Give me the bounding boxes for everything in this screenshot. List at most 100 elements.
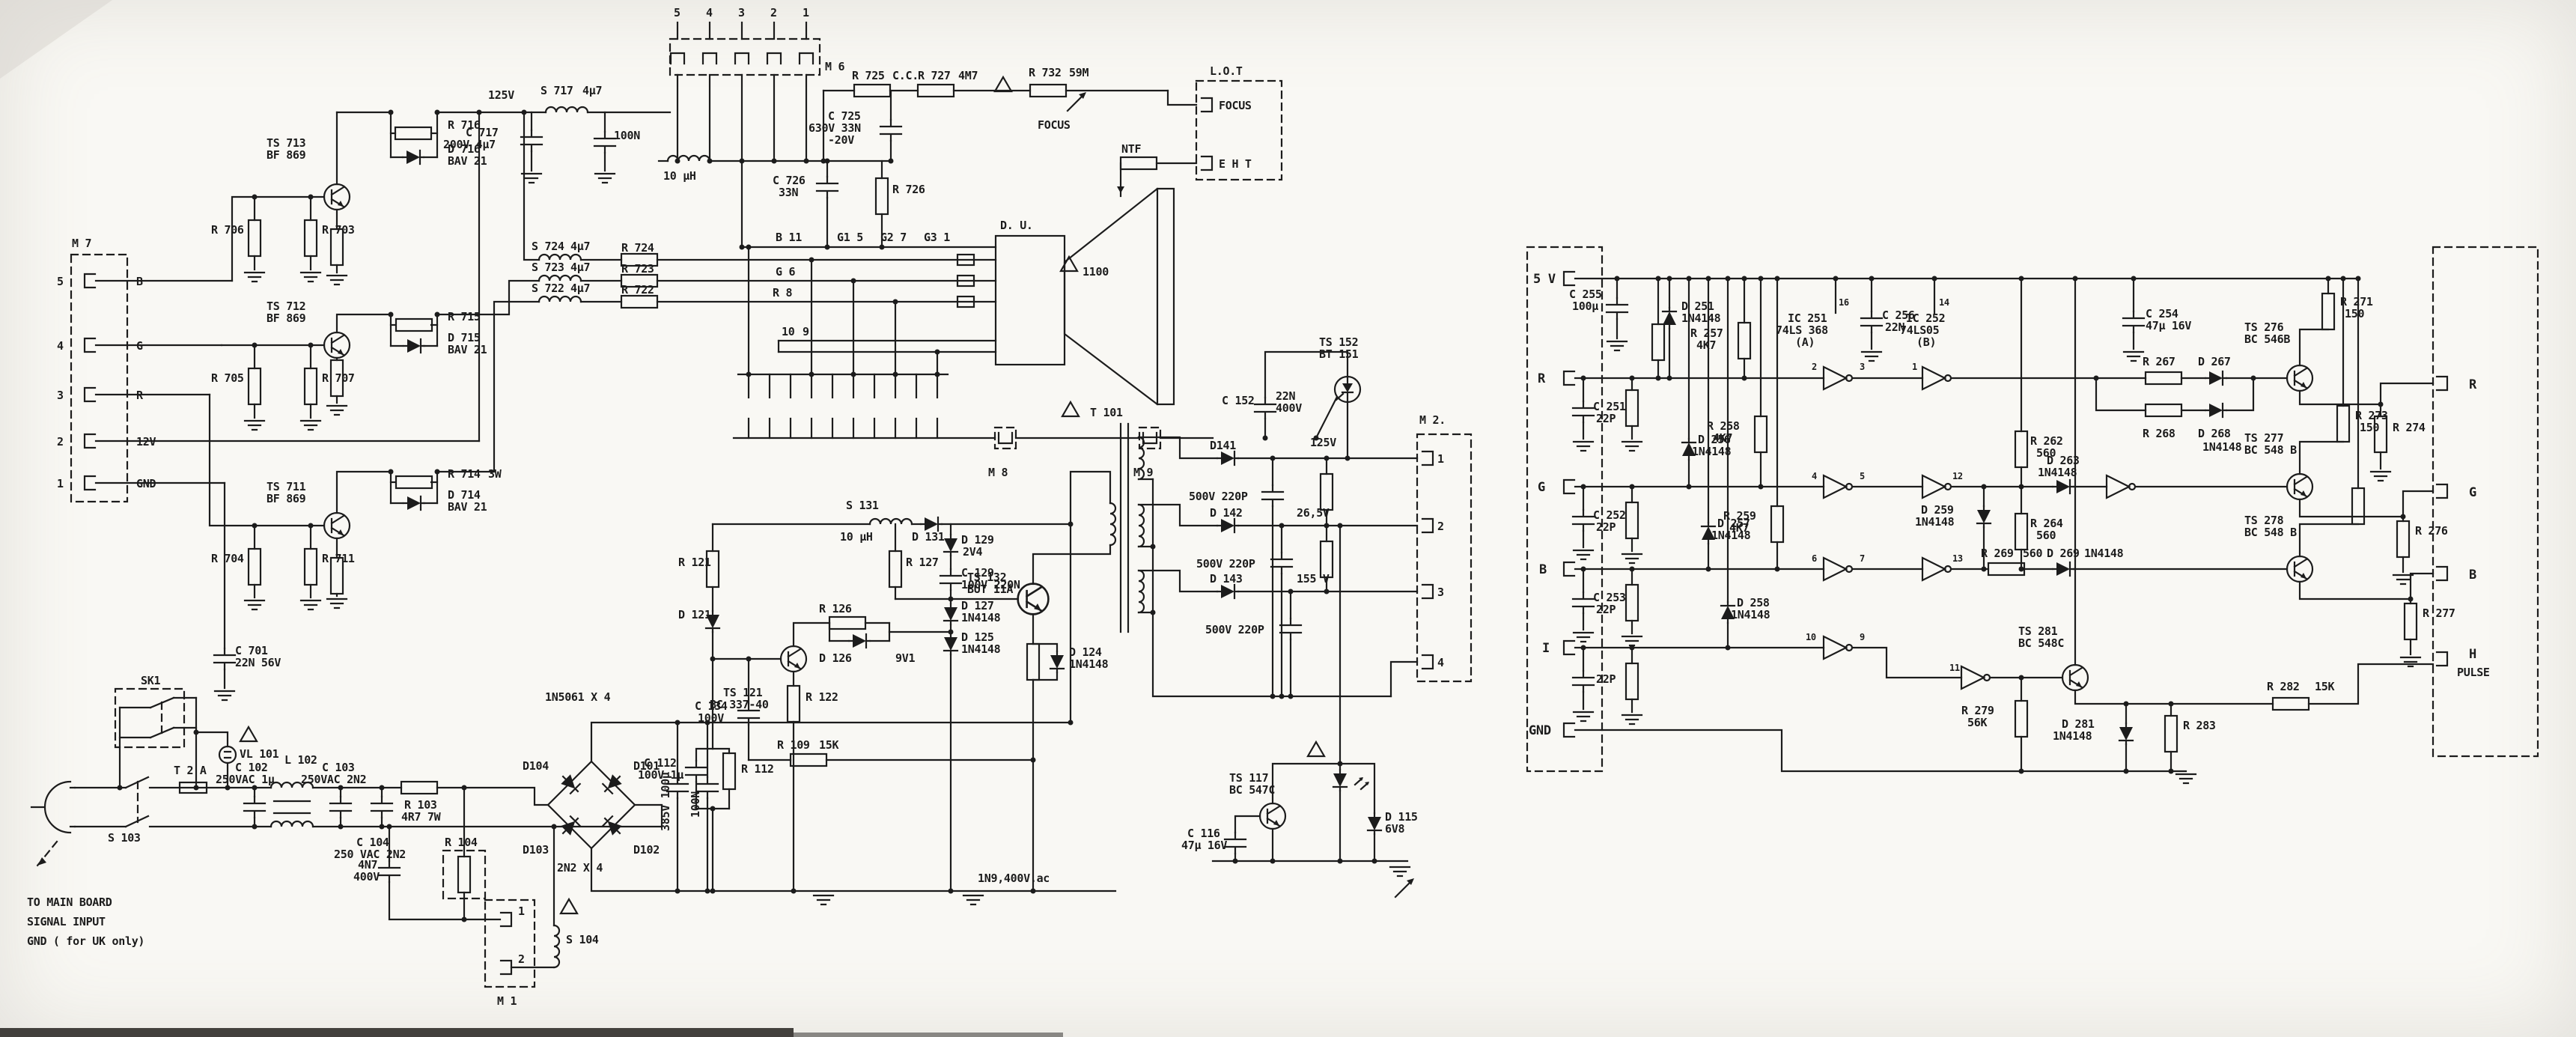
capacitor-symbol — [1571, 400, 1595, 424]
capacitor-symbol — [1571, 508, 1595, 532]
schematic-label: D 125 — [961, 630, 994, 644]
schematic-label: 250VAC 2N2 — [301, 773, 366, 786]
junction-dot — [1288, 693, 1294, 699]
schematic-label: BC 548 B — [2244, 526, 2297, 539]
schematic-label: 11 — [1949, 663, 1960, 673]
connector-pin-symbol — [1562, 478, 1576, 495]
resistor-symbol — [916, 83, 955, 98]
wire — [1234, 815, 1261, 834]
junction-dot — [1030, 757, 1036, 763]
schematic-label: C 152 — [1222, 394, 1255, 407]
schematic-label: 16 — [1839, 297, 1849, 308]
schematic-label: R 268 — [2143, 427, 2175, 440]
connector-pin-symbol — [2435, 375, 2449, 392]
junction-dot — [225, 785, 231, 791]
junction-dot — [308, 342, 314, 348]
resistor-symbol — [1737, 321, 1752, 360]
schematic-label: 400V — [1276, 401, 1302, 415]
junction-dot — [1629, 566, 1635, 572]
junction-dot — [2168, 768, 2174, 774]
schematic-label: 100V 220N — [961, 578, 1020, 592]
schematic-label: C 725 — [828, 109, 861, 123]
inductor-symbol — [544, 106, 589, 114]
junction-dot — [1580, 645, 1586, 651]
schematic-label: BC 337-40 — [710, 698, 769, 711]
adjust-arrow-symbol — [1066, 91, 1088, 112]
schematic-label: R 716 — [448, 118, 481, 132]
connector-pin-symbol — [1421, 517, 1434, 534]
wire — [436, 786, 549, 806]
connector-pin-symbol — [1421, 583, 1434, 600]
diode-symbol — [1976, 505, 1992, 529]
resistor-symbol — [786, 684, 801, 723]
junction-dot — [934, 371, 940, 377]
crt-socket — [994, 234, 1066, 366]
schematic-label: S 717 — [541, 84, 573, 97]
wire — [1032, 642, 1059, 653]
schematic-label: TS 713 — [267, 136, 306, 150]
junction-dot — [2355, 276, 2361, 282]
schematic-label: TS 117 — [1229, 771, 1268, 785]
schematic-label: TS 121 — [723, 686, 763, 699]
schematic-label: 10 μH — [840, 530, 873, 544]
schematic-label: 250VAC 1μ — [216, 773, 275, 786]
schematic-label: D101 — [633, 759, 660, 773]
ground-symbol-symbol — [213, 690, 236, 702]
junction-dot — [388, 109, 394, 115]
schematic-label: D141 — [1210, 439, 1236, 452]
scan-smudge-tail — [794, 1033, 1063, 1037]
schematic-label: 4μ7 — [570, 240, 590, 253]
inductor-symbol — [868, 517, 913, 526]
junction-dot — [710, 656, 716, 662]
junction-dot — [2123, 701, 2129, 707]
schematic-label: BAV 21 — [448, 343, 487, 356]
schematic-label: 1 — [518, 904, 525, 918]
capacitor-symbol — [1253, 396, 1277, 420]
transistor-symbol — [1017, 583, 1050, 615]
schematic-label: 1N4148 — [961, 611, 1001, 624]
schematic-label: 7 — [1860, 553, 1865, 564]
ground-symbol-symbol — [326, 404, 348, 416]
resistor-symbol — [1625, 389, 1639, 428]
resistor-symbol — [2014, 512, 2029, 551]
junction-dot — [388, 469, 394, 475]
schematic-label: R 112 — [741, 762, 774, 776]
wire — [1264, 350, 1349, 399]
capacitor-symbol — [879, 118, 903, 142]
resistor-symbol — [2014, 699, 2029, 738]
schematic-label: 10 — [782, 325, 795, 338]
diode-symbol — [2204, 402, 2228, 419]
schematic-label: 560 — [2023, 547, 2042, 560]
schematic-label: S 131 — [846, 499, 879, 512]
schematic-label: 26,5V — [1297, 506, 1330, 520]
wire — [523, 111, 541, 261]
schematic-label: L 102 — [284, 753, 317, 767]
schematic-label: 1 — [1437, 452, 1444, 466]
schematic-label: 3 — [1860, 362, 1865, 372]
schematic-label: 1N4148 — [1731, 608, 1770, 621]
connector-pin-symbol — [669, 52, 686, 65]
junction-dot — [1705, 276, 1711, 282]
junction-dot — [2018, 768, 2024, 774]
logic-gate-symbol — [1822, 635, 1854, 660]
schematic-label: 4 — [1437, 656, 1444, 669]
ground-symbol-symbol — [962, 894, 984, 906]
schematic-label: C 102 — [235, 761, 268, 774]
junction-dot — [461, 916, 467, 922]
schematic-label: 6V8 — [1385, 822, 1404, 836]
schematic-label: D 121 — [678, 608, 711, 621]
eht-arrowhead — [1117, 186, 1124, 193]
scan-smudge — [0, 1028, 794, 1037]
resistor-symbol — [395, 317, 433, 332]
junction-dot — [1337, 523, 1343, 529]
schematic-label: 22P — [1596, 412, 1616, 425]
schematic-label: M 2. — [1419, 413, 1446, 427]
junction-dot — [252, 785, 258, 791]
schematic-label: E H T — [1219, 157, 1252, 171]
connector-pin-symbol — [1562, 639, 1576, 656]
wire — [208, 393, 326, 527]
wire — [335, 313, 392, 334]
resistor-symbol — [303, 367, 318, 406]
junction-dot — [117, 785, 123, 791]
schematic-label: R 271 — [2340, 295, 2373, 308]
